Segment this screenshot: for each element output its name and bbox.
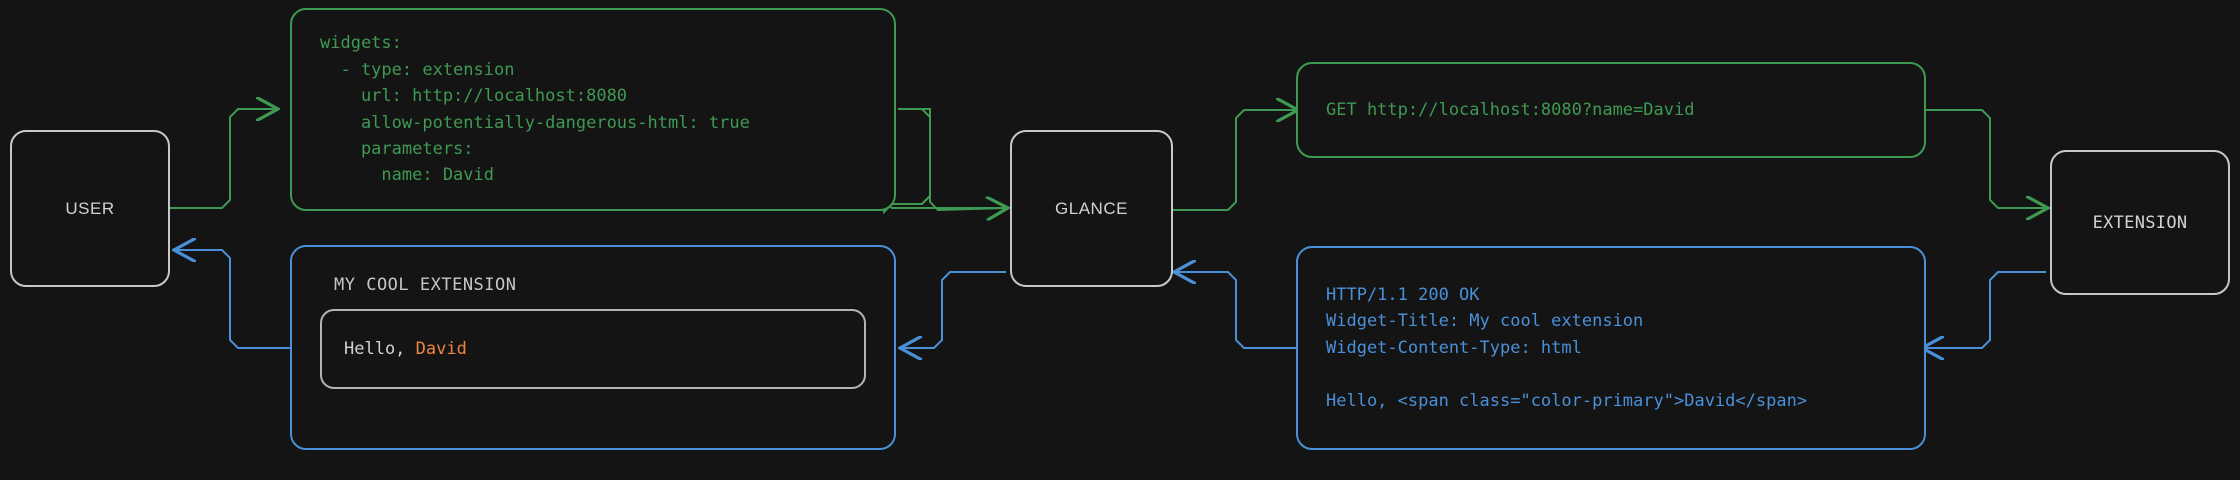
- node-user[interactable]: USER: [10, 130, 170, 287]
- edge-user-to-config: [170, 109, 276, 209]
- http-request-box[interactable]: GET http://localhost:8080?name=David: [1296, 62, 1926, 158]
- edge-glance-to-widget: [902, 271, 1006, 348]
- edge-config-to-glance: [883, 108, 1006, 215]
- widget-inner: MY COOL EXTENSION Hello, David: [292, 247, 894, 417]
- edge-config-to-glance-visible: [898, 108, 931, 205]
- edge-config-to-glance-final: [929, 190, 1006, 210]
- config-yaml-box[interactable]: widgets: - type: extension url: http://l…: [290, 8, 896, 211]
- http-response-text: HTTP/1.1 200 OK Widget-Title: My cool ex…: [1326, 285, 1808, 411]
- node-extension-label: EXTENSION: [2092, 212, 2188, 233]
- http-request-text: GET http://localhost:8080?name=David: [1326, 99, 1695, 120]
- edge-config-glance-run: [896, 196, 1006, 212]
- edge-glance-to-request: [1172, 110, 1296, 211]
- edge-widget-to-user: [176, 250, 294, 349]
- widget-content-card: Hello, David: [320, 309, 866, 389]
- config-yaml-text: widgets: - type: extension url: http://l…: [320, 33, 750, 186]
- edge-response-to-glance: [1176, 272, 1296, 349]
- node-glance-label: GLANCE: [1055, 198, 1128, 218]
- edge-request-to-extension: [1920, 109, 2046, 208]
- rendered-widget-box[interactable]: MY COOL EXTENSION Hello, David: [290, 245, 896, 450]
- node-extension[interactable]: EXTENSION: [2050, 150, 2230, 295]
- node-user-label: USER: [65, 198, 115, 218]
- http-response-box[interactable]: HTTP/1.1 200 OK Widget-Title: My cool ex…: [1296, 246, 1926, 450]
- widget-greeting-prefix: Hello,: [344, 339, 416, 359]
- edge-extension-to-response: [1924, 271, 2046, 348]
- widget-greeting-name: David: [415, 339, 467, 359]
- node-glance[interactable]: GLANCE: [1010, 130, 1173, 287]
- widget-title: MY COOL EXTENSION: [334, 275, 517, 295]
